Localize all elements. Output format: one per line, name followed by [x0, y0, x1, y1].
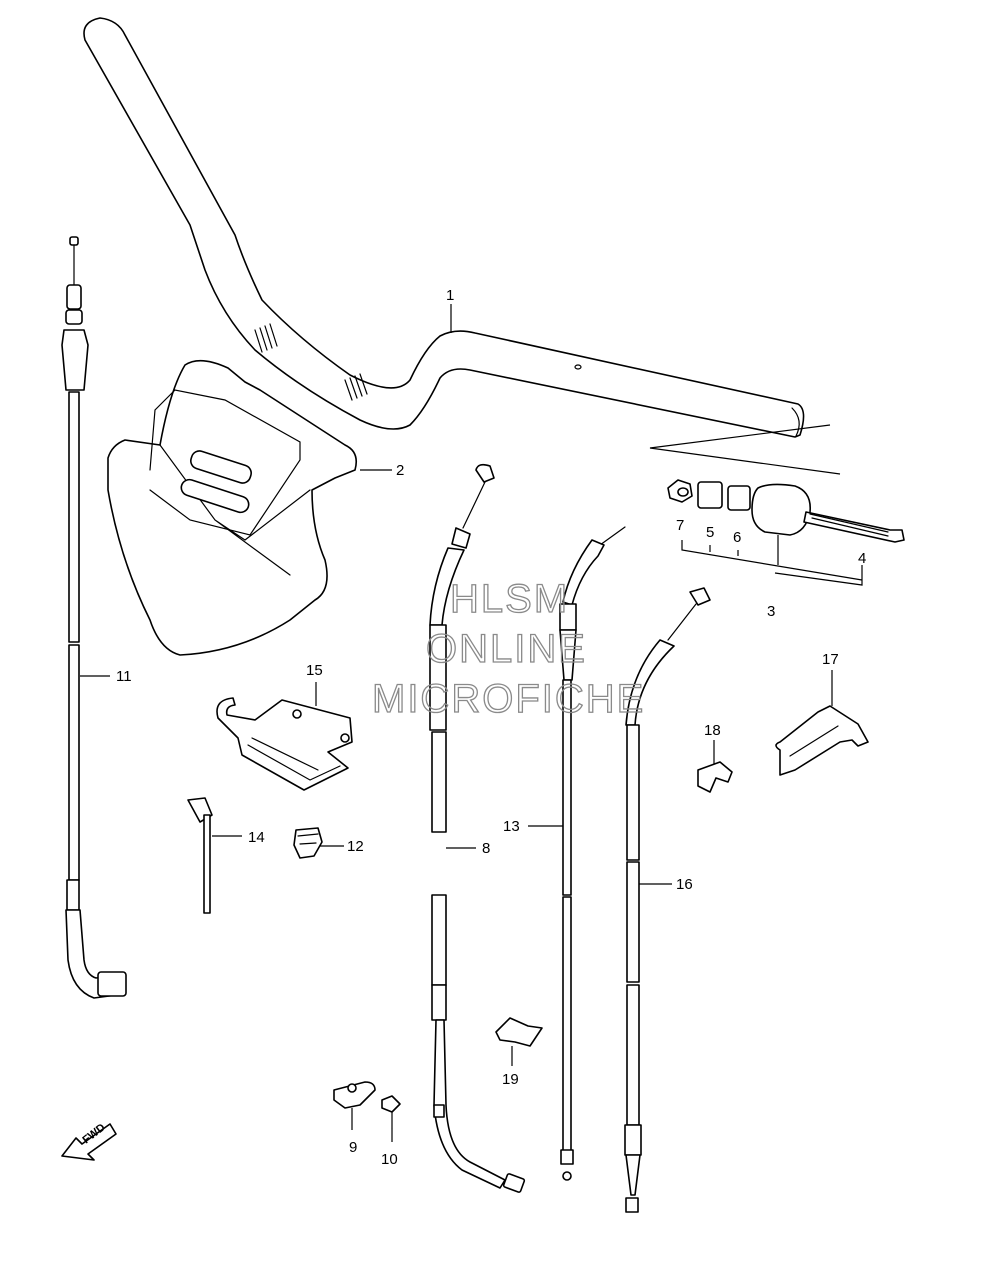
- callout-7[interactable]: 7: [676, 517, 684, 534]
- handlebar[interactable]: [83, 17, 805, 438]
- callout-13[interactable]: 13: [503, 818, 520, 835]
- callout-10[interactable]: 10: [381, 1151, 398, 1168]
- bar-end-weight-assembly[interactable]: [667, 479, 905, 543]
- callout-15[interactable]: 15: [306, 662, 323, 679]
- callout-14[interactable]: 14: [248, 829, 265, 846]
- callout-9[interactable]: 9: [349, 1139, 357, 1156]
- starter-cable-16[interactable]: [624, 587, 711, 1213]
- cable-11[interactable]: [61, 236, 127, 999]
- callout-3[interactable]: 3: [767, 603, 775, 620]
- watermark-line3: MICROFICHE: [372, 677, 645, 721]
- clip-18[interactable]: [697, 761, 733, 793]
- throttle-cable-8[interactable]: [429, 463, 526, 1193]
- holder-9[interactable]: [333, 1081, 376, 1109]
- throttle-cable-13[interactable]: [559, 526, 626, 1181]
- clamp-12[interactable]: [293, 827, 323, 859]
- callout-4[interactable]: 4: [858, 550, 866, 567]
- callout-8[interactable]: 8: [482, 840, 490, 857]
- weight-3: [751, 483, 812, 536]
- screw-4: [803, 511, 905, 543]
- callout-16[interactable]: 16: [676, 876, 693, 893]
- callout-labels: 1 2 3 4 5 6 7 8 9 10 11 12 13 14 15 16 1…: [116, 287, 866, 1168]
- watermark-line2: ONLINE: [426, 627, 587, 671]
- forward-arrow-icon: FWD: [61, 1121, 117, 1161]
- callout-12[interactable]: 12: [347, 838, 364, 855]
- callout-19[interactable]: 19: [502, 1071, 519, 1088]
- bracket-17[interactable]: [775, 705, 869, 776]
- cable-tie-14[interactable]: [187, 797, 213, 914]
- cable-guide-15[interactable]: [216, 697, 353, 791]
- handlebar-cover[interactable]: [107, 359, 358, 656]
- spacer-6[interactable]: [727, 485, 751, 511]
- callout-18[interactable]: 18: [704, 722, 721, 739]
- watermark: HLSM ONLINE MICROFICHE: [371, 576, 645, 721]
- clamp-19[interactable]: [495, 1017, 543, 1047]
- spacer-5[interactable]: [697, 481, 723, 509]
- callout-17[interactable]: 17: [822, 651, 839, 668]
- callout-5[interactable]: 5: [706, 524, 714, 541]
- callout-2[interactable]: 2: [396, 462, 404, 479]
- bolt-10[interactable]: [381, 1095, 401, 1129]
- bolt-7[interactable]: [667, 479, 693, 503]
- callout-11[interactable]: 11: [116, 668, 132, 685]
- callout-6[interactable]: 6: [733, 529, 741, 546]
- callout-1[interactable]: 1: [446, 287, 454, 304]
- watermark-line1: HLSM: [450, 577, 569, 621]
